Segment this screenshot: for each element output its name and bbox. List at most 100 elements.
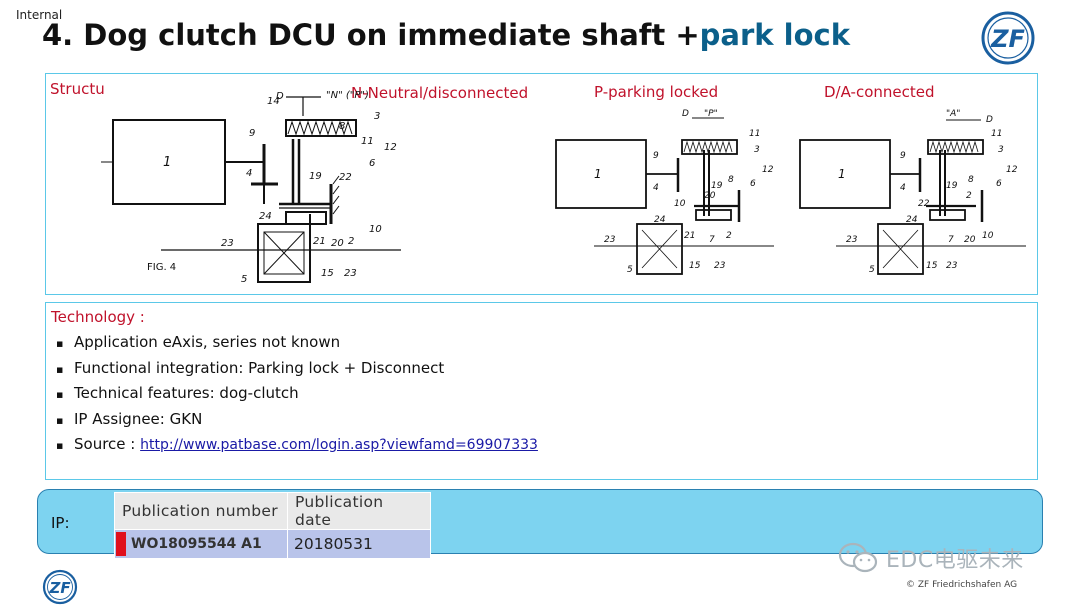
- svg-text:22: 22: [339, 172, 352, 183]
- watermark: EDC电驱未来: [838, 541, 1024, 575]
- list-item: ▪Application eAxis, series not known: [56, 330, 538, 356]
- svg-text:15: 15: [926, 261, 938, 271]
- svg-text:23: 23: [946, 261, 958, 271]
- svg-text:6: 6: [369, 158, 375, 169]
- svg-text:3: 3: [998, 145, 1004, 155]
- svg-text:24: 24: [259, 211, 272, 222]
- svg-text:2: 2: [726, 231, 732, 241]
- svg-text:"N" ("P"): "N" ("P"): [326, 90, 369, 101]
- svg-text:23: 23: [604, 235, 616, 245]
- svg-text:12: 12: [384, 142, 397, 153]
- svg-text:11: 11: [361, 136, 374, 147]
- source-label: Source :: [74, 435, 136, 453]
- svg-text:8: 8: [968, 175, 974, 185]
- svg-text:9: 9: [653, 151, 659, 161]
- svg-text:10: 10: [369, 224, 382, 235]
- state-label-parking: P-parking locked: [594, 83, 719, 101]
- svg-text:24: 24: [654, 215, 666, 225]
- svg-text:19: 19: [711, 181, 723, 191]
- svg-text:4: 4: [900, 183, 906, 193]
- copyright: © ZF Friedrichshafen AG: [906, 580, 1018, 590]
- svg-text:"P": "P": [704, 109, 718, 119]
- header-publication-number: Publication number: [114, 492, 288, 530]
- svg-text:19: 19: [309, 171, 322, 182]
- bullet-icon: ▪: [56, 337, 64, 350]
- svg-text:12: 12: [762, 165, 774, 175]
- svg-text:15: 15: [321, 268, 334, 279]
- ip-table: Publication number Publication date WO18…: [114, 492, 431, 559]
- list-item: ▪IP Assignee: GKN: [56, 407, 538, 433]
- svg-text:D: D: [986, 115, 993, 125]
- svg-text:D: D: [276, 91, 284, 102]
- svg-text:1: 1: [163, 155, 171, 170]
- svg-text:1: 1: [838, 167, 846, 181]
- svg-text:20: 20: [964, 235, 976, 245]
- svg-text:23: 23: [846, 235, 858, 245]
- svg-text:3: 3: [754, 145, 760, 155]
- ip-panel: IP: Publication number Publication date …: [37, 489, 1043, 559]
- page-title-main: 4. Dog clutch DCU on immediate shaft +: [42, 18, 700, 52]
- state-label-neutral: N-Neutral/disconnected: [351, 84, 529, 102]
- svg-text:20: 20: [331, 238, 344, 249]
- red-marker-icon: [116, 532, 126, 556]
- svg-text:6: 6: [750, 179, 756, 189]
- bullet-icon: ▪: [56, 413, 64, 427]
- svg-text:23: 23: [221, 238, 234, 249]
- list-item-source: ▪ Source : http://www.patbase.com/login.a…: [56, 432, 538, 458]
- svg-text:15: 15: [689, 261, 701, 271]
- structure-panel: Structu N-Neutral/disconnected P-parking…: [45, 73, 1038, 295]
- ip-label: IP:: [51, 514, 70, 532]
- svg-text:5: 5: [627, 265, 633, 275]
- source-link[interactable]: http://www.patbase.com/login.asp?viewfam…: [140, 437, 538, 453]
- svg-text:10: 10: [982, 231, 994, 241]
- page-title-highlight: park lock: [699, 18, 851, 52]
- svg-text:"A": "A": [946, 109, 960, 119]
- svg-text:2: 2: [966, 191, 972, 201]
- svg-text:4: 4: [653, 183, 659, 193]
- bullet-icon: ▪: [56, 388, 64, 401]
- svg-text:5: 5: [241, 274, 247, 284]
- bullet-icon: ▪: [56, 362, 64, 376]
- zf-logo-icon: ZF: [981, 11, 1035, 65]
- svg-text:19: 19: [946, 181, 958, 191]
- svg-text:14: 14: [267, 96, 280, 107]
- zf-logo-small-text: ZF: [48, 579, 71, 597]
- table-header-row: Publication number Publication date: [114, 492, 431, 530]
- internal-tag: Internal: [16, 8, 63, 22]
- svg-text:24: 24: [906, 215, 918, 225]
- technology-title: Technology :: [51, 308, 145, 326]
- svg-text:22: 22: [918, 199, 930, 209]
- svg-text:10: 10: [674, 199, 686, 209]
- svg-text:21: 21: [313, 236, 326, 247]
- svg-text:20: 20: [704, 191, 716, 201]
- svg-text:12: 12: [1006, 165, 1018, 175]
- table-row: WO18095544 A1 20180531: [114, 529, 431, 559]
- svg-text:7: 7: [709, 235, 715, 245]
- zf-logo-small-icon: ZF: [42, 569, 78, 605]
- svg-text:23: 23: [714, 261, 726, 271]
- svg-text:9: 9: [900, 151, 906, 161]
- page-title: 4. Dog clutch DCU on immediate shaft +pa…: [42, 18, 850, 52]
- svg-text:3: 3: [374, 111, 380, 122]
- zf-logo-text: ZF: [990, 25, 1025, 53]
- list-item: ▪Functional integration: Parking lock + …: [56, 356, 538, 382]
- bullet-icon: ▪: [56, 439, 64, 452]
- svg-text:9: 9: [249, 128, 255, 139]
- svg-text:11: 11: [749, 129, 760, 139]
- svg-text:4: 4: [246, 168, 252, 179]
- svg-text:2: 2: [348, 236, 354, 247]
- fig-label: FIG. 4: [147, 262, 176, 273]
- technology-panel: Technology : ▪Application eAxis, series …: [45, 302, 1038, 480]
- technology-list: ▪Application eAxis, series not known ▪Fu…: [56, 330, 538, 458]
- svg-text:1: 1: [594, 167, 602, 181]
- wechat-icon: [838, 542, 878, 573]
- header-publication-date: Publication date: [287, 492, 431, 530]
- publication-date-cell: 20180531: [287, 529, 431, 559]
- svg-text:D: D: [682, 109, 689, 119]
- structure-label: Structu: [50, 80, 105, 98]
- state-label-connected: D/A-connected: [824, 83, 935, 101]
- patent-drawing-fig4: 1 9 14 4 8 19 22 3 11 12 6 10 2 20 21 24…: [101, 90, 401, 284]
- patent-drawing-connected: 1 9 4 "A" D 11 3 12 6 19 8 2 24 22 10 20…: [799, 109, 1026, 275]
- svg-text:8: 8: [728, 175, 734, 185]
- svg-text:7: 7: [948, 235, 954, 245]
